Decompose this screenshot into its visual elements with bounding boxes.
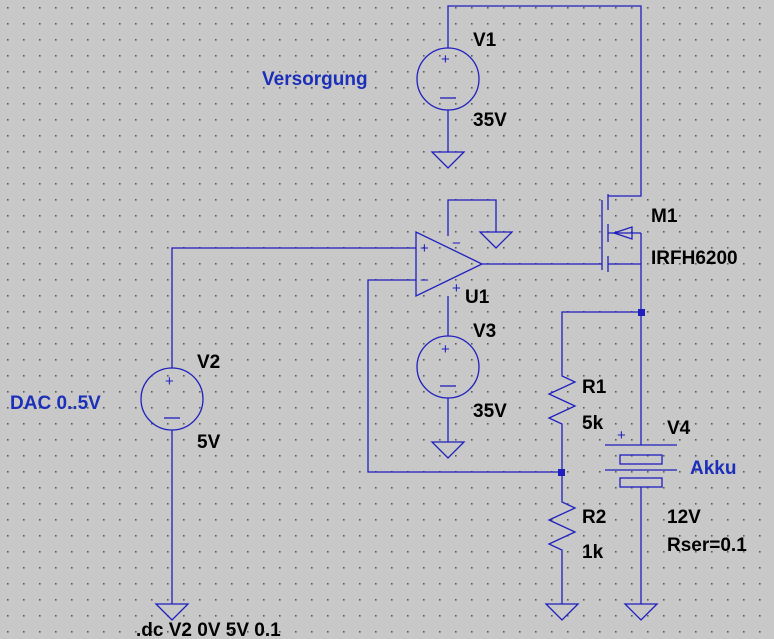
label-dac: DAC 0..5V: [10, 393, 101, 414]
junction-source-node: [638, 309, 645, 316]
junction-feedback-node: [558, 469, 565, 476]
u1-minus-input-sign: −: [420, 272, 429, 289]
v3-plus-sign: +: [441, 341, 450, 358]
wire-feedback: [367, 279, 562, 473]
v2-value: 5V: [197, 432, 221, 453]
wire-opamp-neg-supply: [447, 199, 497, 236]
u1-plus-input-sign: +: [420, 240, 429, 257]
label-akku: Akku: [690, 458, 736, 479]
r2-symbol[interactable]: [547, 496, 577, 560]
r1-symbol[interactable]: [547, 370, 577, 432]
v4-series-resistance: Rser=0.1: [667, 535, 747, 556]
v3-name: V3: [473, 321, 496, 342]
r2-name: R2: [582, 507, 606, 528]
ground-symbol-v1: [430, 151, 466, 169]
r1-value: 5k: [582, 413, 604, 434]
v4-battery-symbol[interactable]: +: [605, 427, 677, 488]
v1-plus-sign: +: [441, 51, 450, 68]
ground-symbol-akku: [623, 603, 659, 621]
r1-name: R1: [582, 377, 607, 398]
m1-name: M1: [651, 206, 678, 227]
v3-value: 35V: [473, 401, 507, 422]
wire-v2-to-plus: [171, 247, 416, 368]
r2-value: 1k: [582, 542, 604, 563]
ground-symbol-r2: [544, 603, 580, 621]
v2-plus-sign: +: [165, 373, 174, 390]
u1-name: U1: [465, 287, 490, 308]
wires: [171, 5, 642, 604]
u1-opamp-symbol[interactable]: + − − +: [415, 230, 484, 298]
v1-symbol[interactable]: +: [416, 47, 480, 111]
u1-neg-supply-sign: −: [452, 235, 461, 252]
m1-mosfet-symbol[interactable]: [601, 194, 642, 272]
v2-name: V2: [197, 352, 220, 373]
v4-name: V4: [667, 418, 691, 439]
ground-symbol-opamp: [478, 231, 514, 249]
m1-value: IRFH6200: [651, 248, 738, 269]
v4-value: 12V: [667, 507, 701, 528]
ground-symbol-v3: [430, 441, 466, 459]
label-versorgung: Versorgung: [262, 69, 368, 90]
ground-symbol-v2: [154, 603, 190, 621]
v2-symbol[interactable]: +: [140, 367, 204, 431]
v1-name: V1: [473, 30, 497, 51]
v1-value: 35V: [473, 110, 507, 131]
spice-directive[interactable]: .dc V2 0V 5V 0.1: [136, 620, 281, 639]
v3-symbol[interactable]: +: [416, 335, 480, 399]
wire-source-to-r1: [561, 311, 641, 370]
wire-v1-to-drain: [447, 5, 642, 197]
u1-pos-supply-sign: +: [452, 280, 461, 297]
v4-plus-sign: +: [617, 427, 626, 444]
